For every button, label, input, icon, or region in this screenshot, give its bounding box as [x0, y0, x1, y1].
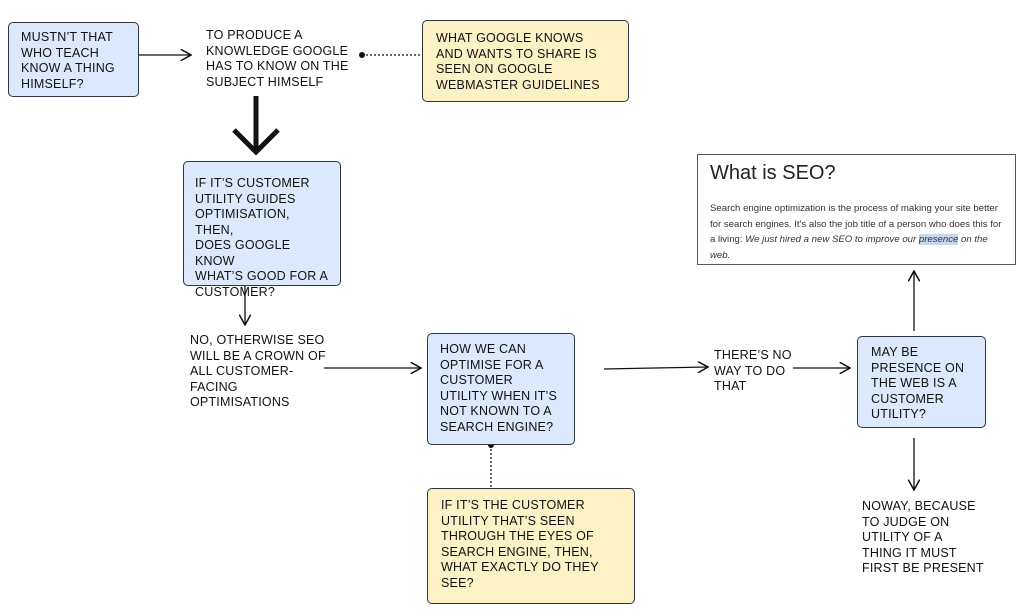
node-produce-knowledge: TO PRODUCE A KNOWLEDGE GOOGLE HAS TO KNO… — [206, 28, 349, 89]
seo-card-text: Search engine optimization is the proces… — [710, 203, 1002, 245]
dot-n2-end — [359, 52, 365, 58]
node-must-be-present: NOWAY, BECAUSE TO JUDGE ON UTILITY OF A … — [862, 499, 984, 575]
seo-example-before: We just hired a new SEO to improve our — [745, 234, 919, 245]
node-no-way: THERE’S NO WAY TO DO THAT — [714, 348, 792, 393]
seo-card-example: We just hired a new SEO to improve our p… — [710, 234, 988, 261]
node-eyes-of-search-engine: IF IT’S THE CUSTOMER UTILITY THAT’S SEEN… — [427, 488, 635, 604]
node-how-optimise: HOW WE CAN OPTIMISE FOR A CUSTOMER UTILI… — [427, 333, 575, 445]
seo-definition-card: What is SEO? Search engine optimization … — [697, 154, 1016, 265]
node-who-teach: MUSTN’T THAT WHO TEACH KNOW A THING HIMS… — [8, 22, 139, 97]
node-presence-utility: MAY BE PRESENCE ON THE WEB IS A CUSTOMER… — [857, 336, 986, 428]
seo-card-body: Search engine optimization is the proces… — [710, 201, 1003, 263]
seo-example-after: on the web. — [710, 234, 988, 261]
big-arrowhead — [232, 128, 280, 156]
seo-example-highlight: presence — [918, 234, 959, 245]
node-customer-utility-question: IF IT’S CUSTOMER UTILITY GUIDES OPTIMISA… — [183, 161, 341, 299]
arrow-n6-n7 — [603, 367, 708, 369]
node-crown-of-optimisations: NO, OTHERWISE SEO WILL BE A CROWN OF ALL… — [190, 333, 326, 409]
node-google-guidelines: WHAT GOOGLE KNOWS AND WANTS TO SHARE IS … — [422, 20, 629, 102]
seo-card-title: What is SEO? — [710, 162, 836, 184]
